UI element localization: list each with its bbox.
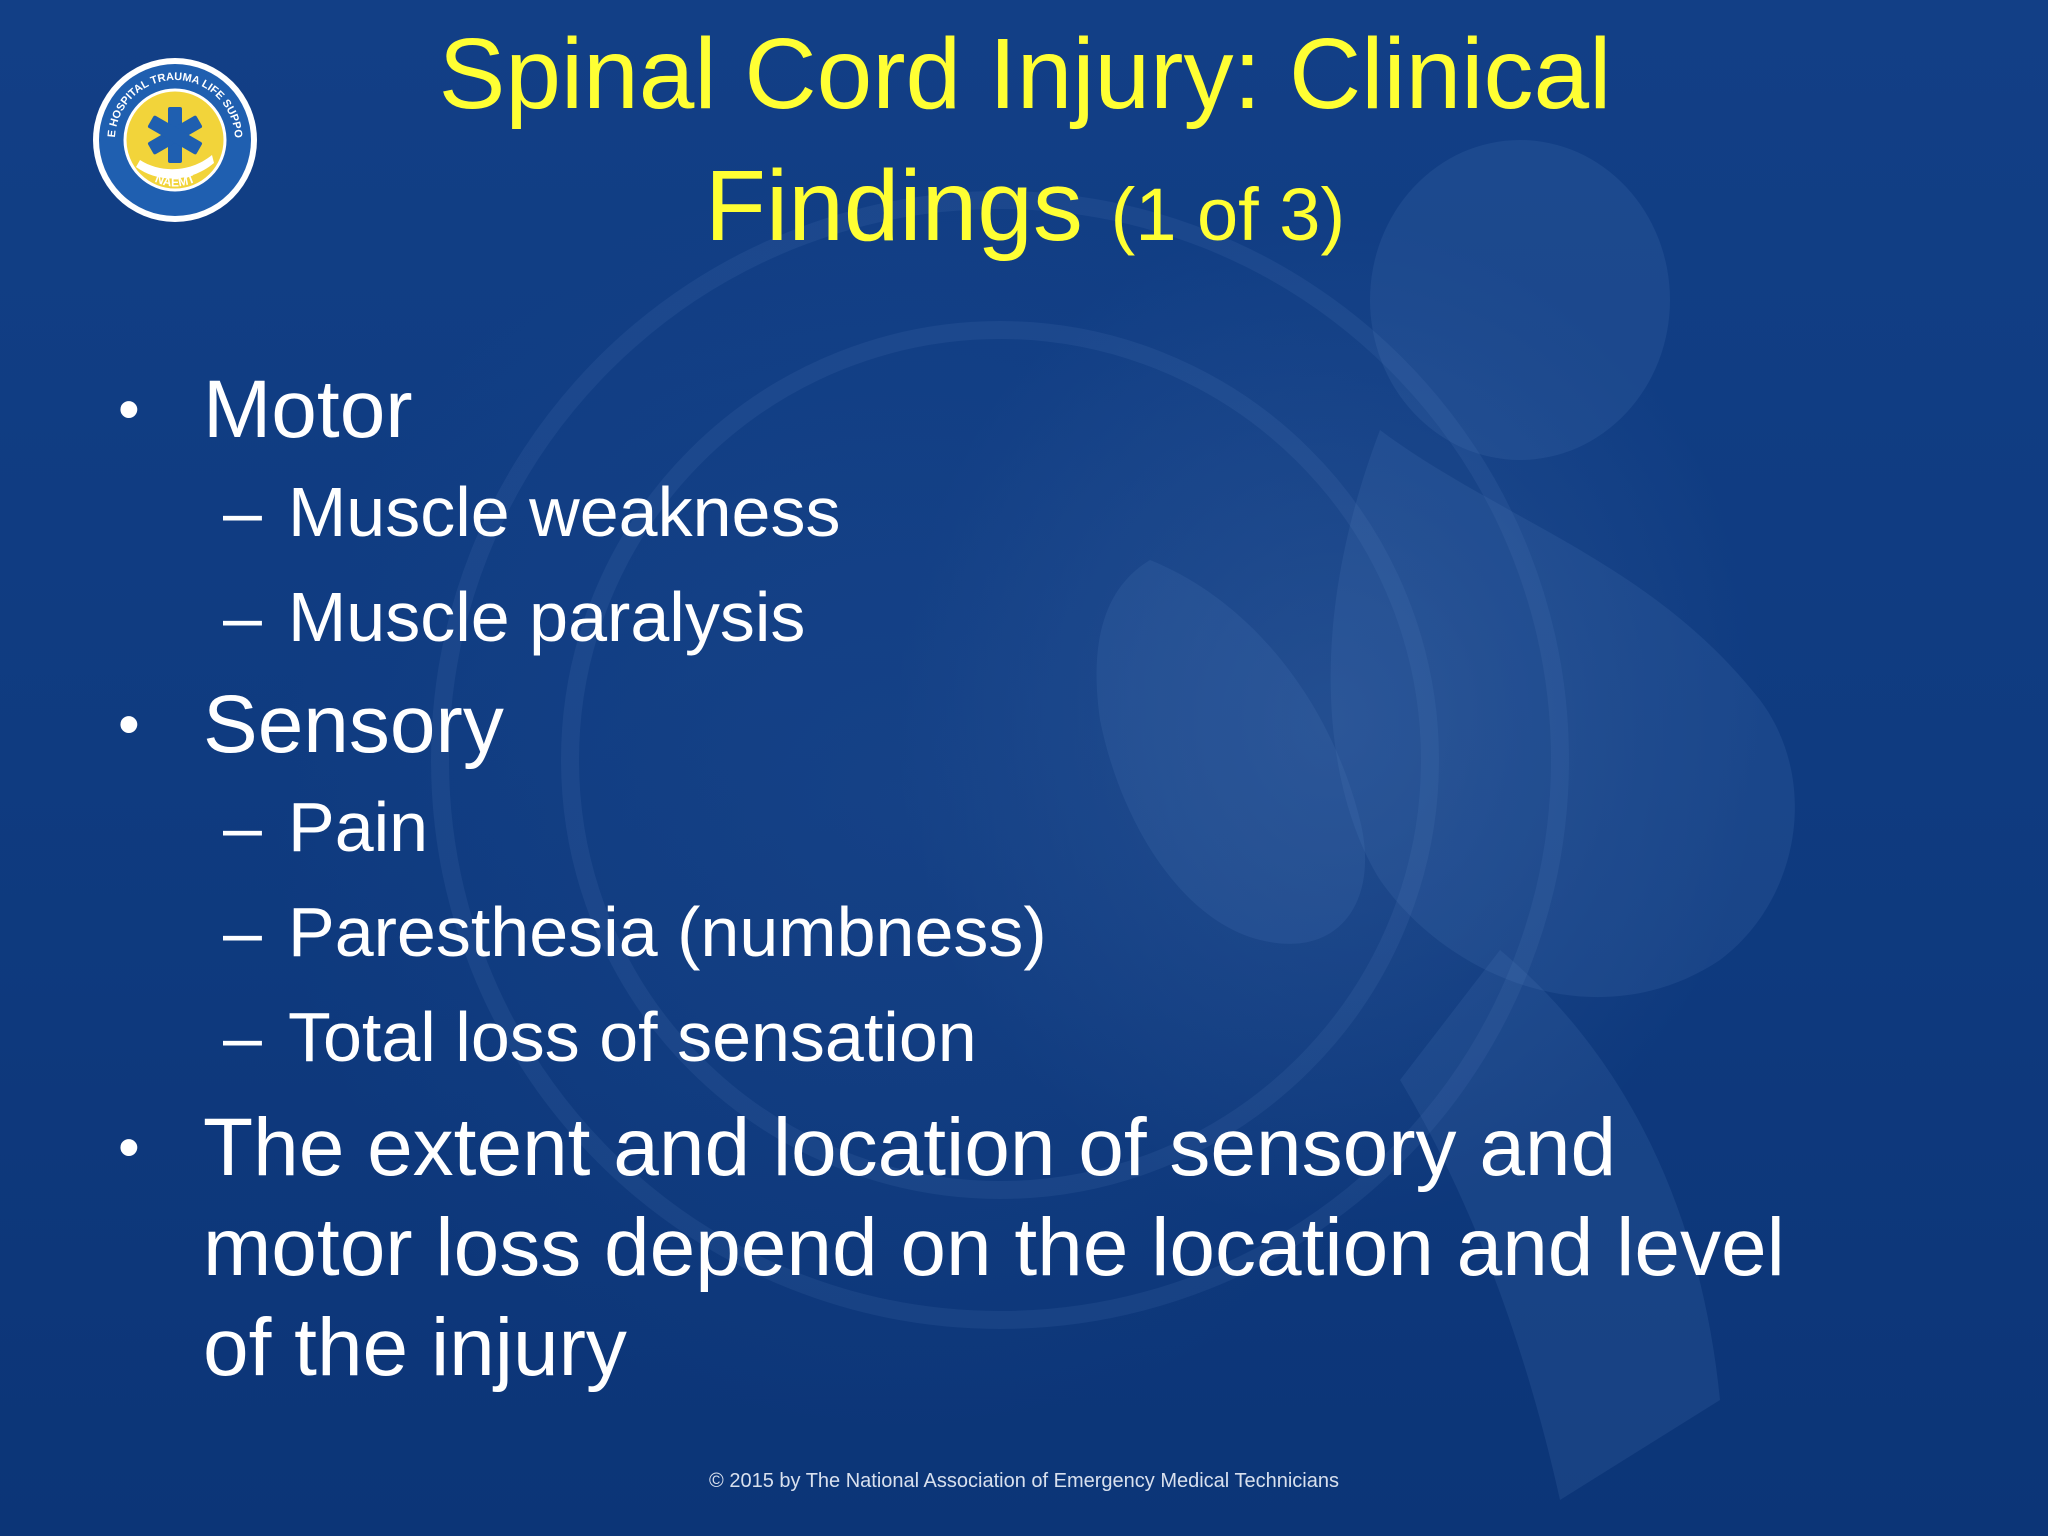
bullet-text: Motor xyxy=(203,364,413,455)
star-of-life-icon xyxy=(147,107,203,163)
sub-bullet-text: Muscle weakness xyxy=(288,473,841,551)
bullet-list: • Motor – Muscle weakness – Muscle paral… xyxy=(118,360,1838,1398)
copyright-footer: © 2015 by The National Association of Em… xyxy=(709,1470,1339,1492)
svg-text:NAEMT: NAEMT xyxy=(153,171,197,189)
sub-bullet-text: Muscle paralysis xyxy=(288,578,806,656)
bullet-dot: • xyxy=(118,1113,140,1182)
bullet-text: The extent and location of sensory and m… xyxy=(203,1102,1785,1393)
bullet-dot: • xyxy=(118,375,140,444)
bullet-dot: • xyxy=(118,690,140,759)
slide-title: Spinal Cord Injury: Clinical Findings (1… xyxy=(300,8,1750,281)
sub-bullet: – Total loss of sensation xyxy=(118,985,1838,1090)
dash-marker: – xyxy=(223,473,262,551)
bullet-extent: • The extent and location of sensory and… xyxy=(118,1098,1838,1398)
sub-bullet-text: Paresthesia (numbness) xyxy=(288,893,1047,971)
bullet-sensory: • Sensory xyxy=(118,675,1838,775)
sub-bullet: – Muscle paralysis xyxy=(118,565,1838,670)
bullet-motor: • Motor xyxy=(118,360,1838,460)
slide-title-sub: (1 of 3) xyxy=(1110,173,1346,256)
sub-bullet-text: Pain xyxy=(288,788,429,866)
sub-bullet: – Paresthesia (numbness) xyxy=(118,880,1838,985)
slide-title-main: Spinal Cord Injury: Clinical Findings xyxy=(438,18,1612,262)
sub-bullet-text: Total loss of sensation xyxy=(288,998,977,1076)
sub-bullet: – Muscle weakness xyxy=(118,460,1838,565)
sub-bullet: – Pain xyxy=(118,775,1838,880)
dash-marker: – xyxy=(223,893,262,971)
dash-marker: – xyxy=(223,998,262,1076)
bullet-text: Sensory xyxy=(203,679,504,770)
dash-marker: – xyxy=(223,578,262,656)
phtls-naemt-logo: PRE HOSPITAL TRAUMA LIFE SUPPORT NAEMT xyxy=(90,55,257,222)
dash-marker: – xyxy=(223,788,262,866)
